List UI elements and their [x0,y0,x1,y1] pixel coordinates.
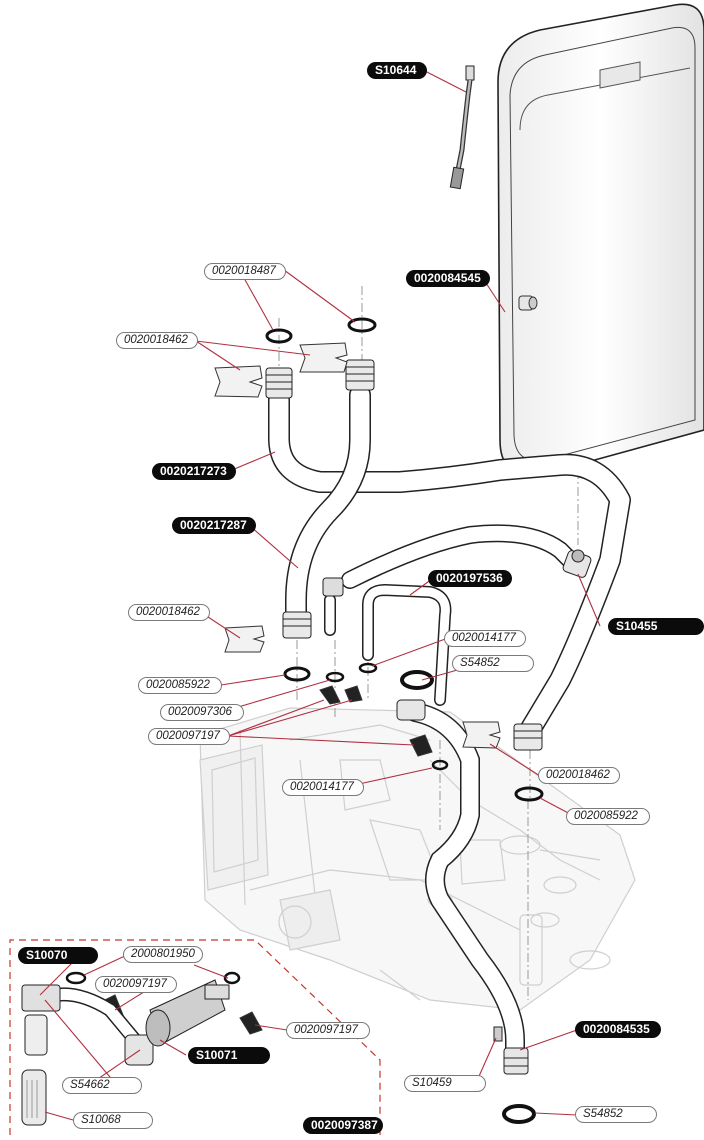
expansion-vessel [497,3,704,477]
sensor-capillary [449,65,475,190]
part-label-s54852-lower: S54852 [575,1106,657,1123]
pipe-0020197536 [362,583,452,706]
part-label-0020018487: 0020018487 [204,263,286,280]
kit-region-box [9,939,381,1135]
part-label-s10070: S10070 [18,947,98,964]
part-label-s54852-upper: S54852 [452,655,534,672]
part-label-0020097387: 0020097387 [303,1117,383,1134]
part-label-s10459: S10459 [404,1075,486,1092]
part-label-s54662: S54662 [62,1077,142,1094]
part-label-0020097197-box-right: 0020097197 [286,1022,370,1039]
part-label-0020014177-upper: 0020014177 [444,630,526,647]
part-label-0020084535: 0020084535 [575,1021,661,1038]
part-label-0020085922-right: 0020085922 [566,808,650,825]
part-label-0020097197-box-left: 0020097197 [95,976,177,993]
part-label-0020217287: 0020217287 [172,517,256,534]
part-label-s10068: S10068 [73,1112,153,1129]
part-label-0020217273: 0020217273 [152,463,236,480]
part-label-0020197536: 0020197536 [428,570,512,587]
part-label-0020085922-left: 0020085922 [138,677,222,694]
pipe-0020084535 [396,699,529,1075]
part-label-0020097306: 0020097306 [160,704,244,721]
part-label-0020018462-mid: 0020018462 [128,604,210,621]
part-label-0020018462-top: 0020018462 [116,332,198,349]
part-label-s10644: S10644 [367,62,427,79]
pipe-s10455 [322,524,592,636]
part-label-s10071: S10071 [188,1047,270,1064]
pipe-0020217273 [265,367,631,751]
part-label-s10455: S10455 [608,618,704,635]
part-label-0020018462-right: 0020018462 [538,767,620,784]
o-rings [65,317,544,1124]
flow-assembly-s10071 [21,979,230,1126]
part-label-0020014177-lower: 0020014177 [282,779,364,796]
pipe-0020217287 [282,359,375,639]
part-label-0020084545: 0020084545 [406,270,490,287]
part-label-2000801950: 2000801950 [123,946,203,963]
part-label-0020097197-mid: 0020097197 [148,728,230,745]
